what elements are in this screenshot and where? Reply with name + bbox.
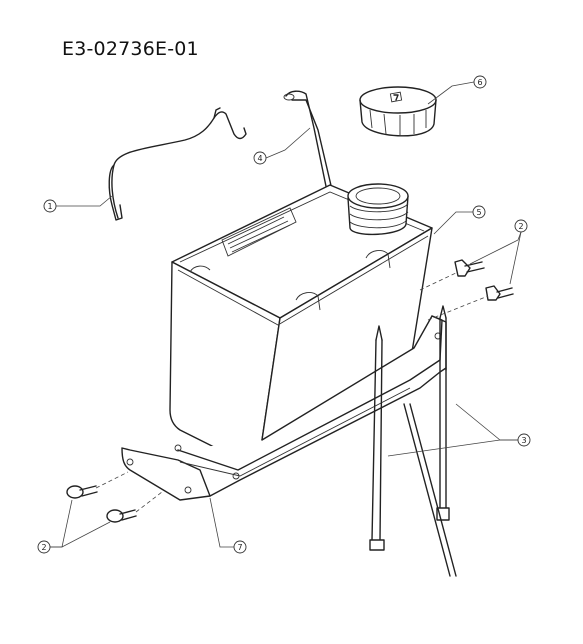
part-wire-bracket [108, 107, 247, 221]
part-cable-ties [369, 305, 457, 577]
svg-text:2: 2 [518, 222, 523, 231]
callout-5: 5 [472, 205, 486, 219]
svg-text:5: 5 [476, 208, 481, 217]
part-fuel-tank [169, 183, 433, 462]
callout-3: 3 [517, 433, 531, 447]
callout-2-left: 2 [37, 540, 51, 554]
part-fuel-cap [359, 86, 437, 137]
callout-1: 1 [43, 199, 57, 213]
svg-text:7: 7 [237, 543, 242, 552]
svg-text:1: 1 [47, 202, 52, 211]
part-support-pan [121, 315, 447, 501]
part-screws-left [66, 471, 163, 523]
callout-6: 6 [473, 75, 487, 89]
callout-2-right: 2 [514, 219, 528, 233]
part-screws-right [419, 259, 514, 321]
svg-text:3: 3 [521, 436, 526, 445]
svg-text:6: 6 [477, 78, 482, 87]
callout-4: 4 [253, 151, 267, 165]
part-vent-tube [283, 90, 334, 197]
part-number-title: E3-02736E-01 [62, 38, 199, 60]
svg-text:4: 4 [257, 154, 262, 163]
callout-7: 7 [233, 540, 247, 554]
callout-leaders [50, 81, 522, 548]
svg-text:2: 2 [41, 543, 46, 552]
